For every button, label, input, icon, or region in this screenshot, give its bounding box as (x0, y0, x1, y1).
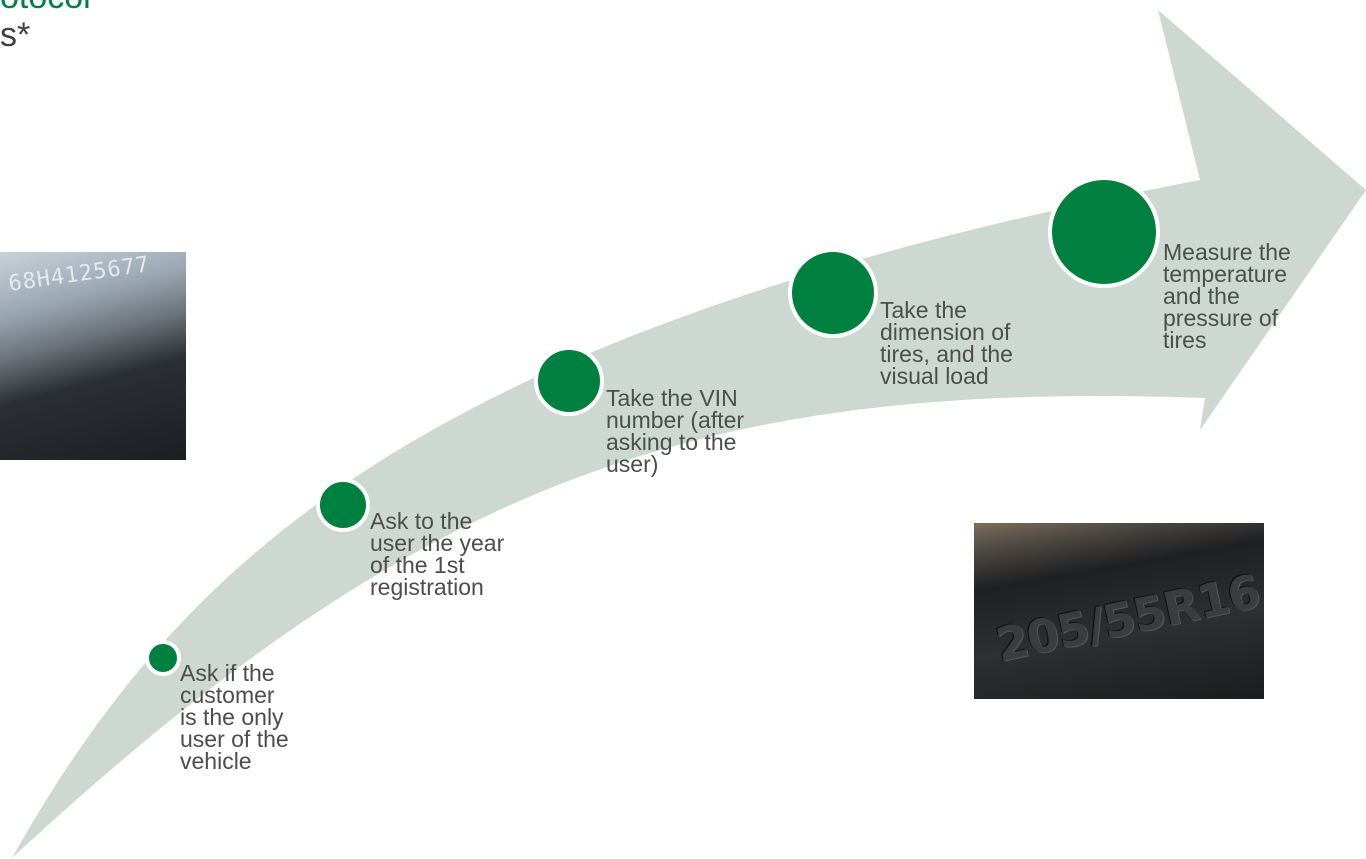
vin-fragment-text: 68H4125677 (7, 252, 152, 297)
step-5-dot (1048, 176, 1160, 288)
step-3-dot (534, 346, 604, 416)
step-4-dot (788, 248, 878, 338)
tire-sidewall-photo: 205/55R16 (974, 523, 1264, 699)
step-1-dot (145, 640, 181, 676)
step-2-dot (316, 478, 370, 532)
tire-size-marking: 205/55R16 (991, 564, 1264, 672)
windshield-vin-photo: 68H4125677 (0, 252, 186, 460)
